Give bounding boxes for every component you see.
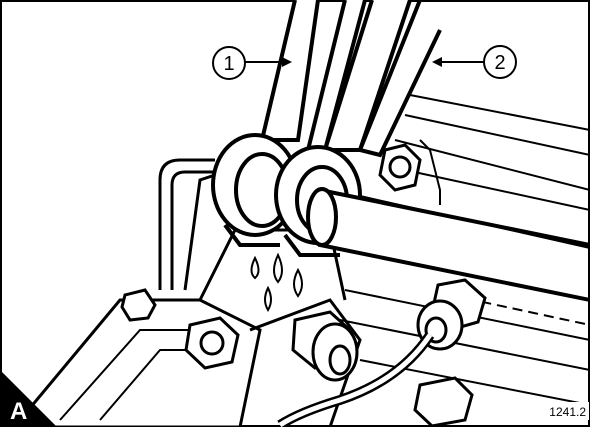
reference-number: 1241.2 [549, 405, 586, 419]
rod-1 [259, 0, 320, 142]
corner-label-background [0, 370, 57, 427]
callout-2-arrowhead [432, 57, 442, 67]
callout-2-label: 2 [494, 52, 505, 74]
hydraulic-hose [277, 332, 435, 427]
fluid-drops [250, 252, 303, 312]
callout-2: 2 [432, 45, 517, 79]
callout-1-label: 1 [223, 53, 234, 75]
callout-1-arrowhead [282, 57, 292, 67]
nut-left [184, 316, 240, 370]
nut-far-left [120, 288, 157, 322]
callout-1: 1 [212, 46, 292, 80]
horizontal-shaft [306, 187, 590, 303]
nut-center [291, 310, 359, 382]
corner-label-text: A [10, 398, 27, 425]
nut-top-right [378, 143, 422, 192]
nut-hose-fitting [416, 278, 487, 351]
reference-number-background [545, 402, 589, 420]
rod-2 [305, 0, 442, 158]
corner-label: A [0, 370, 57, 427]
nut-bottom-right [413, 376, 474, 427]
